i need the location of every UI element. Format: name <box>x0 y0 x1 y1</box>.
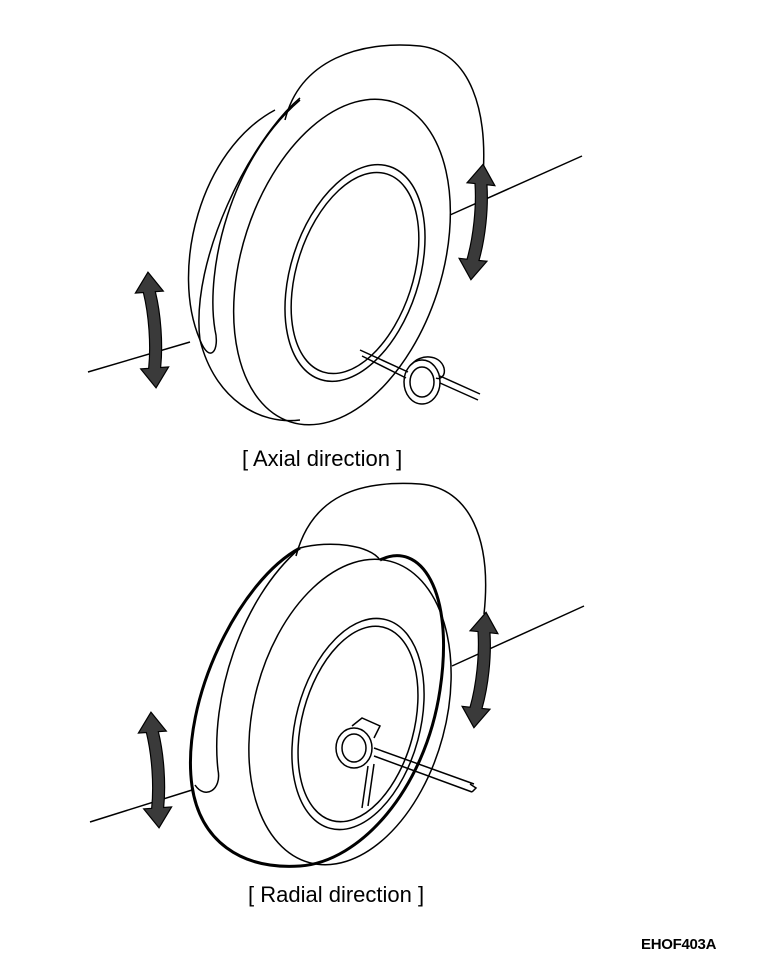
axle-line <box>87 341 191 373</box>
swing-arc <box>295 482 487 615</box>
double-arrow-icon <box>136 710 174 830</box>
axle-line <box>449 155 583 216</box>
tire-icon <box>189 543 452 868</box>
double-arrow-icon <box>133 270 171 390</box>
radial-panel <box>89 482 585 868</box>
swing-arc <box>284 44 485 189</box>
axial-direction-caption: [ Axial direction ] <box>242 446 403 471</box>
axle-line <box>89 789 193 823</box>
axial-panel <box>87 44 583 426</box>
double-arrow-icon <box>456 162 498 282</box>
tire-icon <box>187 97 452 426</box>
double-arrow-icon <box>459 610 501 730</box>
dial-gauge-icon <box>335 717 478 809</box>
radial-direction-caption: [ Radial direction ] <box>248 882 425 907</box>
dial-gauge-icon <box>359 349 481 405</box>
axle-line <box>451 605 585 667</box>
figure-code: EHOF403A <box>641 936 717 953</box>
